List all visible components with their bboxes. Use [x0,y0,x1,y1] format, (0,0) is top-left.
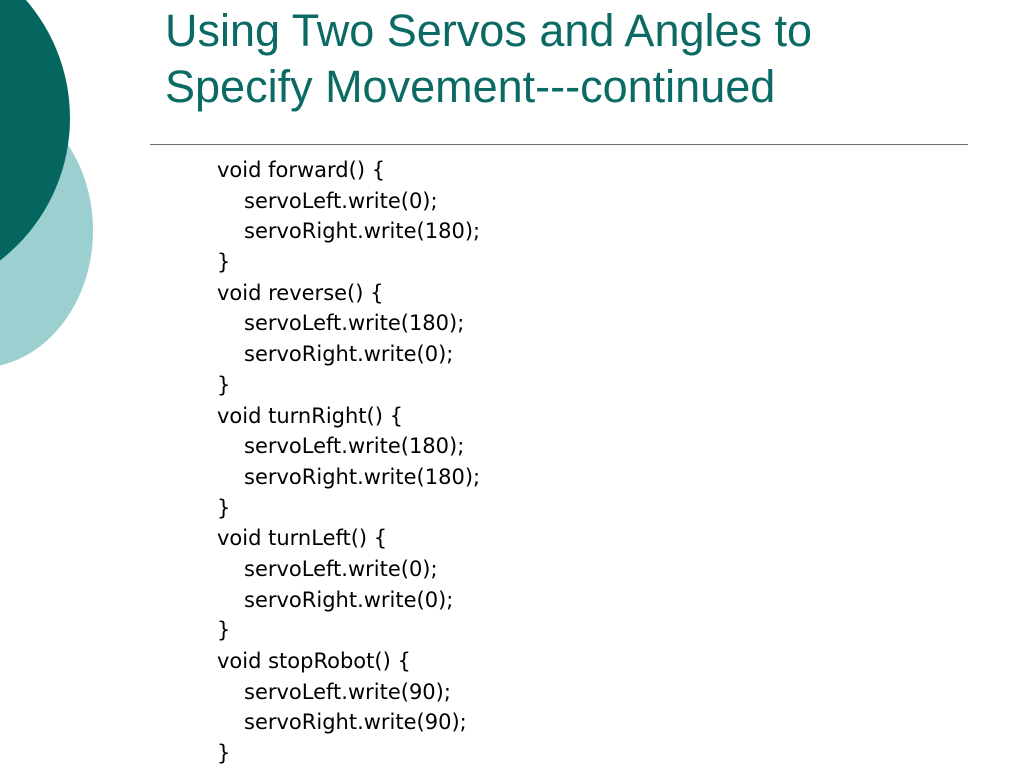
slide-title-line-1: Using Two Servos and Angles to [165,5,813,56]
code-line: } [217,250,231,275]
code-line: servoLeft.write(0); [244,188,438,213]
code-block: void forward() { servoLeft.write(0); servo… [217,155,480,768]
code-line: servoRight.write(90); [244,710,467,735]
code-line: void forward() { [217,158,386,182]
title-divider [150,144,968,145]
code-line: void turnLeft() { [217,526,388,551]
slide-title-line-2: Specify Movement---continued [165,61,776,112]
code-line: servoRight.write(180); [244,464,481,489]
slide-title: Using Two Servos and Angles to Specify M… [165,3,1005,115]
code-line: servoLeft.write(180); [244,434,465,459]
code-line: void turnRight() { [217,403,403,428]
code-line: void reverse() { [217,280,384,305]
code-line: } [217,495,231,520]
code-line: void stopRobot() { [217,649,411,673]
code-line: servoLeft.write(0); [244,556,438,581]
code-line: } [217,618,231,643]
code-line: } [217,372,231,397]
code-line: servoLeft.write(90); [244,679,451,704]
code-line: servoRight.write(0); [244,587,454,612]
code-line: servoLeft.write(180); [244,311,465,336]
code-line: servoRight.write(180); [244,219,481,244]
code-line: servoRight.write(0); [244,342,454,367]
code-line: } [217,741,231,766]
